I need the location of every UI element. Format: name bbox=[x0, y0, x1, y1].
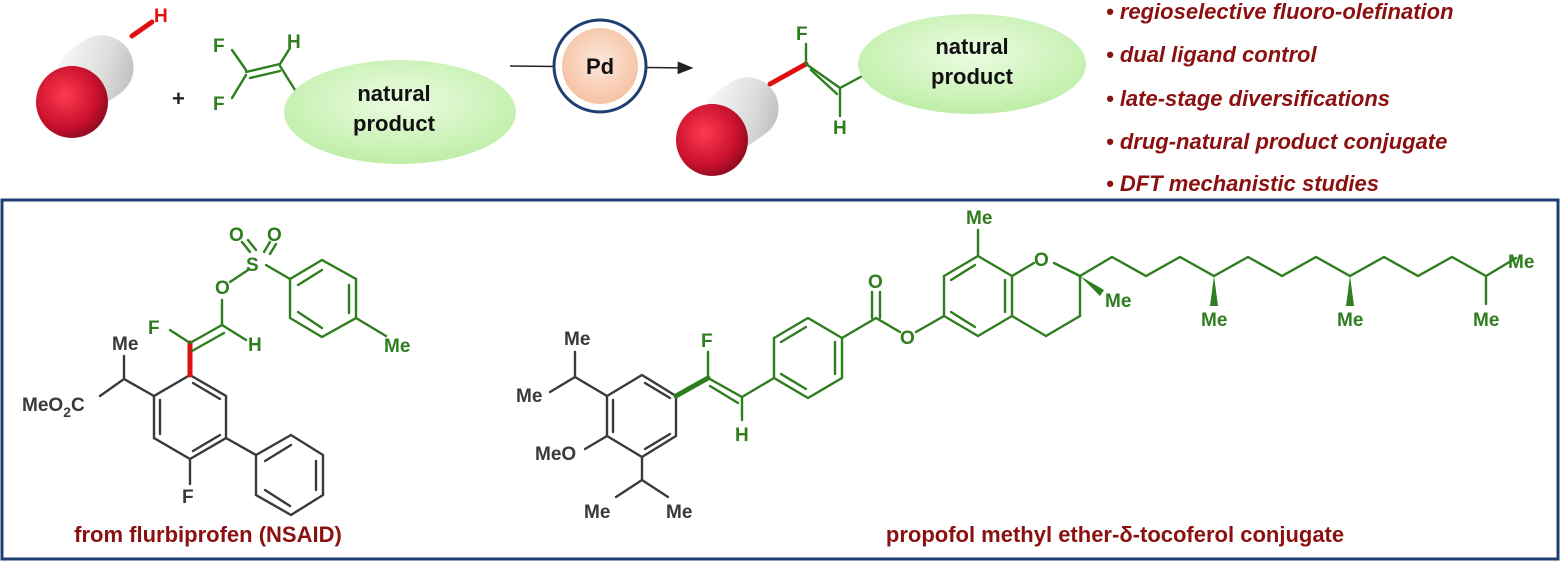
atom-f2: F bbox=[213, 94, 225, 115]
plus-sign: + bbox=[172, 86, 185, 111]
atom-me-ipr2a: Me bbox=[584, 502, 610, 523]
feature-bullet-3: • late-stage diversifications bbox=[1106, 86, 1390, 111]
caption-conjugate: propofol methyl ether-δ-tocoferol conjug… bbox=[886, 522, 1344, 547]
atom-o-ester: O bbox=[215, 278, 230, 299]
natural-product-blob-2 bbox=[858, 14, 1086, 114]
atom-o-s2: O bbox=[267, 225, 282, 246]
atom-h-reactive: H bbox=[154, 6, 168, 27]
atom-f-product: F bbox=[796, 24, 808, 45]
np-label-top-1: natural bbox=[357, 81, 430, 106]
atom-f1: F bbox=[213, 36, 225, 57]
atom-me-side1: Me bbox=[1201, 310, 1227, 331]
atom-f-vinyl: F bbox=[148, 318, 160, 339]
atom-me-side2: Me bbox=[1337, 310, 1363, 331]
feature-bullet-5: • DFT mechanistic studies bbox=[1106, 171, 1379, 196]
pill-capsule-icon bbox=[36, 35, 134, 138]
examples-frame bbox=[0, 198, 1560, 561]
atom-o-carbonyl: O bbox=[868, 272, 883, 293]
np-label-bottom-2: product bbox=[931, 64, 1014, 89]
ester-label: MeO2C bbox=[22, 395, 85, 420]
feature-bullet-1: • regioselective fluoro-olefination bbox=[1106, 0, 1454, 24]
atom-f-aryl: F bbox=[182, 487, 194, 508]
atom-o-chroman: O bbox=[1034, 250, 1049, 271]
atom-me-terminal1: Me bbox=[1473, 310, 1499, 331]
atom-me-ipr2b: Me bbox=[666, 502, 692, 523]
atom-o-ester2: O bbox=[900, 328, 915, 349]
atom-h-conj: H bbox=[735, 425, 749, 446]
atom-me-ipr1a: Me bbox=[564, 329, 590, 350]
propofol-tocopherol-conjugate: Me Me MeO Me Me F H O O bbox=[516, 208, 1534, 523]
np-label-bottom-1: product bbox=[353, 111, 436, 136]
pd-catalyst-core bbox=[562, 28, 638, 104]
atom-me-c2: Me bbox=[1105, 291, 1131, 312]
new-cc-bond bbox=[767, 61, 809, 87]
atom-me-terminal2: Me bbox=[1508, 252, 1534, 273]
atom-me-chroman: Me bbox=[966, 208, 992, 229]
feature-bullet-2: • dual ligand control bbox=[1106, 42, 1317, 67]
natural-product-blob-1 bbox=[284, 60, 516, 164]
product-fluoroalkene: F H bbox=[796, 24, 868, 139]
caption-flurbiprofen: from flurbiprofen (NSAID) bbox=[74, 522, 342, 547]
atom-ome: MeO bbox=[535, 444, 576, 465]
atom-h-product: H bbox=[833, 118, 847, 139]
atom-me-tolyl: Me bbox=[384, 336, 410, 357]
atom-me-ipr1b: Me bbox=[516, 386, 542, 407]
pd-label: Pd bbox=[586, 54, 614, 79]
atom-f-conj: F bbox=[701, 331, 713, 352]
atom-h-vinyl-2: H bbox=[248, 335, 262, 356]
ch-bond bbox=[129, 19, 155, 39]
pill-capsule-icon bbox=[676, 77, 779, 176]
np-label-top-2: natural bbox=[935, 34, 1008, 59]
atom-o-s1: O bbox=[229, 225, 244, 246]
feature-bullet-4: • drug-natural product conjugate bbox=[1106, 129, 1447, 154]
flurbiprofen-derivative: F Me MeO2C F H O S O O bbox=[22, 225, 410, 517]
atom-me-chain: Me bbox=[112, 334, 138, 355]
atom-s: S bbox=[246, 255, 259, 276]
